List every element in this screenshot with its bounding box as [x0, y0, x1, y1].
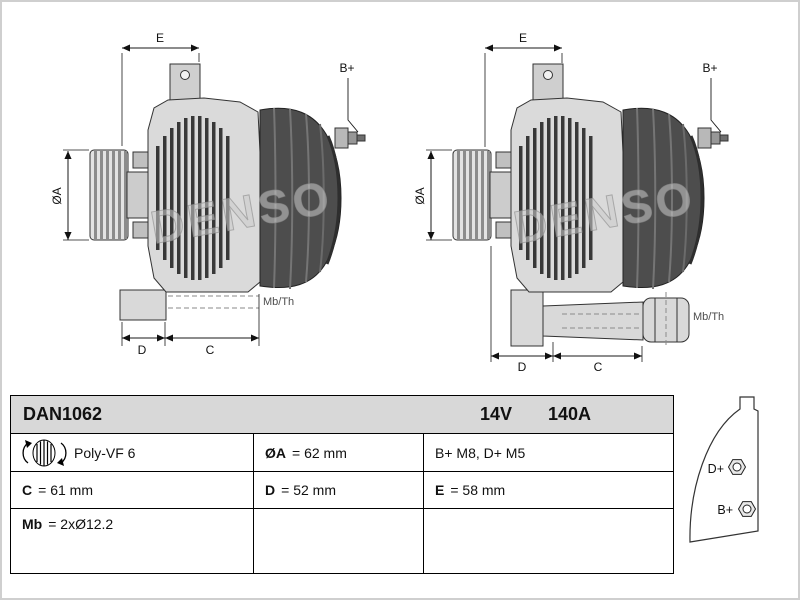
mb-th-label: Mb/Th	[263, 296, 294, 308]
b-plus-label: B+	[339, 61, 354, 75]
d-plus-terminal-label: D+	[708, 462, 724, 476]
table-body: Poly-VF 6 ØA = 62 mm B+ M8, D+ M5 C = 61…	[11, 433, 673, 573]
terminals-value: B+ M8, D+ M5	[435, 444, 526, 461]
terminal-position-diagram: D+ B+	[689, 396, 759, 543]
terminals-cell: B+ M8, D+ M5	[423, 433, 673, 471]
empty-cell	[253, 508, 423, 573]
belt-type-value: Poly-VF 6	[74, 444, 136, 461]
mounting-cell: Mb = 2xØ12.2	[11, 508, 253, 573]
b-plus-label: B+	[702, 61, 717, 75]
dim-e-label: E	[435, 482, 445, 498]
dim-c-label: C	[594, 360, 603, 374]
mb-value: = 2xØ12.2	[48, 516, 114, 532]
dia-a-cell: ØA = 62 mm	[253, 433, 423, 471]
dim-dia-a-label: ØA	[413, 187, 427, 204]
dim-c-label: C	[206, 343, 215, 357]
dim-c-cell: C = 61 mm	[11, 471, 253, 508]
dim-d-value: = 52 mm	[281, 482, 336, 498]
table-header: DAN1062 14V 140A	[11, 396, 673, 433]
dim-e-label: E	[156, 31, 164, 45]
b-plus-nut-icon	[737, 501, 757, 517]
dim-e-label: E	[519, 31, 527, 45]
dim-d-cell: D = 52 mm	[253, 471, 423, 508]
drawing-1: E B+ ØA D C Mb/Th	[50, 31, 367, 357]
d-plus-nut-icon	[727, 459, 747, 475]
dia-a-label: ØA	[265, 444, 286, 461]
b-plus-terminal-label: B+	[717, 503, 733, 517]
empty-cell	[423, 508, 673, 573]
belt-type-cell: Poly-VF 6	[11, 433, 253, 471]
dim-c-label: C	[22, 482, 33, 498]
drawing-2: E B+ ØA D C Mb/Th	[413, 31, 730, 374]
dim-c-value: = 61 mm	[38, 482, 93, 498]
mb-th-label: Mb/Th	[693, 311, 724, 323]
mb-label: Mb	[22, 516, 43, 532]
dim-e-cell: E = 58 mm	[423, 471, 673, 508]
dim-dia-a-label: ØA	[50, 187, 64, 204]
dim-e-value: = 58 mm	[450, 482, 506, 498]
spec-table: DAN1062 14V 140A Poly-VF 6	[10, 395, 674, 574]
part-number: DAN1062	[23, 404, 103, 424]
dim-d-label: D	[265, 482, 276, 498]
dim-d-label: D	[518, 360, 527, 374]
dia-a-value: = 62 mm	[292, 444, 347, 461]
voltage-value: 14V	[479, 404, 512, 424]
current-value: 140A	[547, 404, 591, 424]
alternator-drawings: DENSO E B+ ØA	[50, 31, 730, 374]
dim-d-label: D	[138, 343, 147, 357]
pulley-icon	[22, 439, 67, 466]
